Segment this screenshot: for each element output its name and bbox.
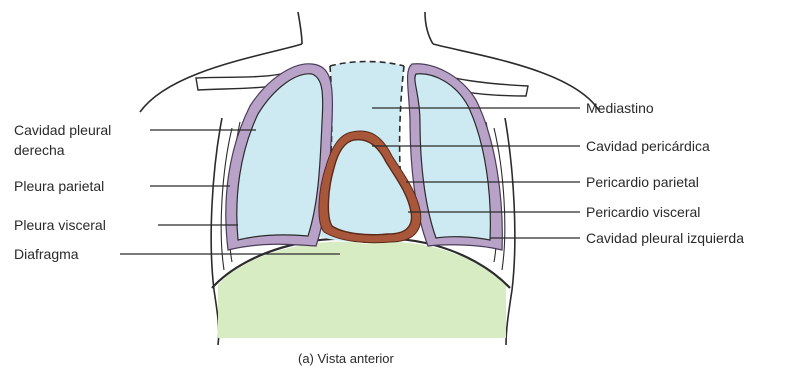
label-pleura-parietal: Pleura parietal	[14, 177, 104, 195]
caption: (a) Vista anterior	[298, 350, 394, 368]
label-cavidad-pleural-izquierda: Cavidad pleural izquierda	[586, 229, 744, 247]
label-cavidad-pleural-derecha-line2: derecha	[14, 141, 65, 159]
neck-right-outline	[425, 12, 433, 44]
label-cavidad-pericardica: Cavidad pericárdica	[586, 137, 710, 155]
body-right-outline	[505, 118, 515, 345]
label-pleura-visceral: Pleura visceral	[14, 216, 106, 234]
label-pericardio-parietal: Pericardio parietal	[586, 173, 699, 191]
label-diafragma: Diafragma	[14, 245, 79, 263]
label-cavidad-pleural-derecha-line1: Cavidad pleural	[14, 121, 111, 139]
neck-left-outline	[298, 12, 302, 44]
label-pericardio-visceral: Pericardio visceral	[586, 203, 700, 221]
right-lung	[237, 74, 323, 240]
label-mediastino: Mediastino	[586, 99, 654, 117]
